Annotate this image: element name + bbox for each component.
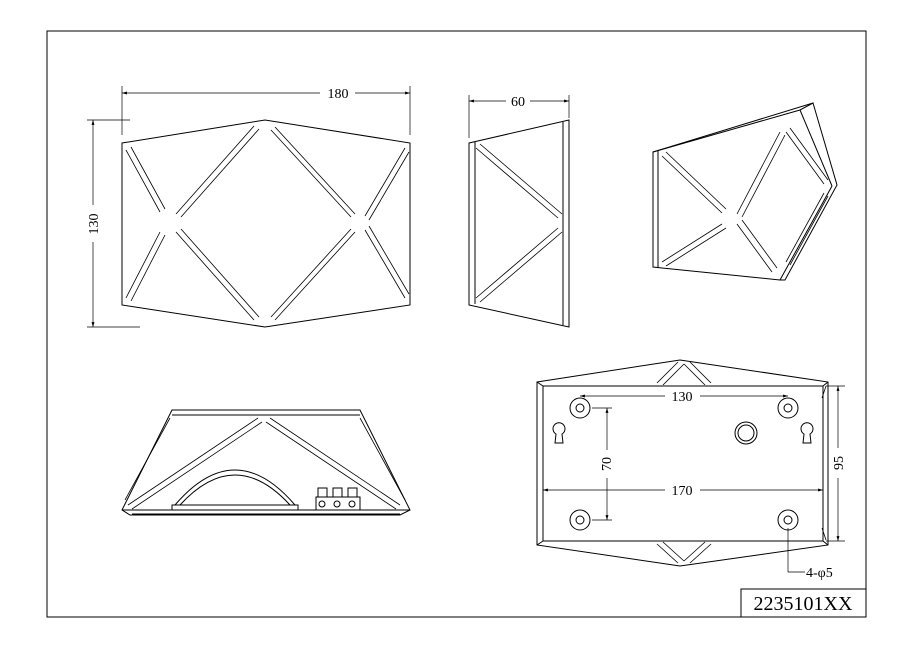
dim-side-depth: 60 xyxy=(511,95,525,110)
dim-front-width: 180 xyxy=(328,87,349,102)
base-plate-view: 130 70 170 95 4-φ5 xyxy=(536,359,847,581)
dim-base-height: 95 xyxy=(832,456,847,470)
part-number: 2235101XX xyxy=(754,593,853,615)
drawing-border xyxy=(46,30,867,618)
isometric-view xyxy=(652,102,838,281)
top-view xyxy=(121,409,411,516)
dim-base-width: 170 xyxy=(672,484,693,499)
dim-hole-spacing-v: 70 xyxy=(600,457,615,471)
title-block: 2235101XX xyxy=(740,588,867,618)
dim-front-height: 130 xyxy=(87,214,102,235)
dim-hole-spacing-h: 130 xyxy=(672,390,693,405)
terminal-block xyxy=(315,487,361,511)
front-view: 180 130 xyxy=(87,86,411,328)
side-view: 60 xyxy=(468,95,570,328)
dim-hole-spec: 4-φ5 xyxy=(806,566,833,581)
